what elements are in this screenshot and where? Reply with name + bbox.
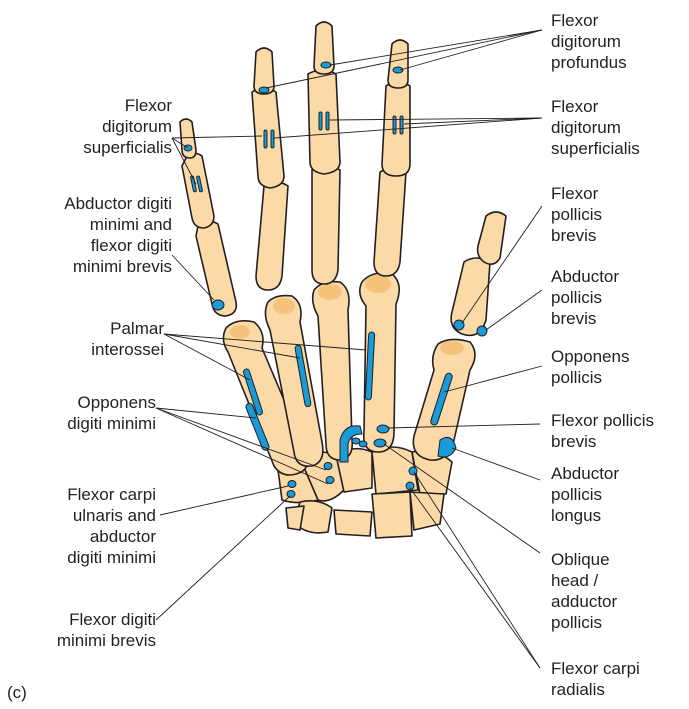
index-finger-phalanges (374, 40, 410, 276)
label-abductor-pollicis-longus: Abductor pollicis longus (551, 463, 619, 526)
label-flexor-carpi-radialis: Flexor carpi radialis (551, 658, 640, 700)
label-flexor-pollicis-brevis-top: Flexor pollicis brevis (551, 183, 602, 246)
label-opponens-pollicis: Opponens pollicis (551, 346, 629, 388)
leader-lines (156, 30, 542, 668)
label-palmar-interossei: Palmar interossei (91, 318, 164, 360)
label-flexor-digitorum-superficialis-left: Flexor digitorum superficialis (83, 95, 172, 158)
label-flexor-pollicis-brevis-mid: Flexor pollicis brevis (551, 410, 654, 452)
label-oblique-head-adductor-pollicis: Oblique head / adductor pollicis (551, 549, 617, 633)
label-flexor-digitorum-profundus: Flexor digitorum profundus (551, 10, 627, 73)
thumb-phalanges (451, 212, 506, 335)
label-abductor-pollicis-brevis: Abductor pollicis brevis (551, 266, 619, 329)
label-flexor-digiti-minimi-brevis: Flexor digiti minimi brevis (57, 609, 156, 651)
label-flexor-carpi-ulnaris: Flexor carpi ulnaris and abductor digiti… (67, 484, 156, 568)
label-opponens-digiti-minimi: Opponens digiti minimi (67, 392, 156, 434)
panel-letter: (c) (7, 682, 27, 703)
label-abductor-digiti-minimi: Abductor digiti minimi and flexor digiti… (64, 193, 172, 277)
middle-finger-phalanges (308, 22, 340, 284)
label-flexor-digitorum-superficialis-right: Flexor digitorum superficialis (551, 96, 640, 159)
